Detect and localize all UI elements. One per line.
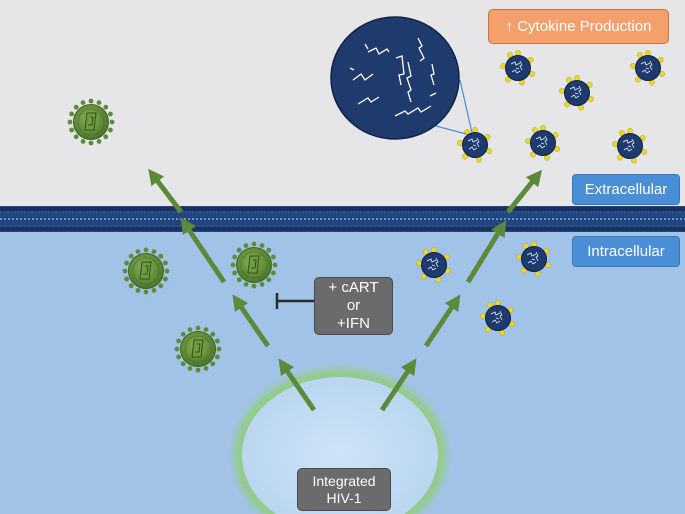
arrow-virion-release-3 xyxy=(180,217,227,284)
cart-ifn-inhibitor-label: + cART or +IFN xyxy=(314,277,393,335)
hiv-virion-icon xyxy=(122,247,170,295)
intracellular-text: Intracellular xyxy=(587,243,665,260)
integrated-hiv-label: Integrated HIV-1 xyxy=(297,468,391,511)
cytokine-production-label: ↑ Cytokine Production xyxy=(488,9,669,44)
zoom-circle xyxy=(330,16,460,140)
intracellular-label: Intracellular xyxy=(572,236,680,267)
integrated-hiv-line-1: Integrated xyxy=(312,472,376,489)
arrow-virion-release-4 xyxy=(148,168,183,214)
nucleus-glow xyxy=(234,369,446,514)
particle-interior-detail xyxy=(349,37,437,117)
zoom-callout xyxy=(330,16,473,140)
inhibitor-line-3: +IFN xyxy=(337,315,370,332)
arrow-particle-release-4 xyxy=(506,169,543,214)
inhibitor-line-2: or xyxy=(346,297,361,314)
arrow-particle-release-2 xyxy=(423,294,461,348)
hiv-virion-icon xyxy=(174,325,222,373)
arrow-particle-release-1 xyxy=(379,358,417,412)
cytokine-production-text: ↑ Cytokine Production xyxy=(505,18,652,35)
cell-membrane xyxy=(0,206,685,232)
extracellular-text: Extracellular xyxy=(584,181,668,198)
hiv-virion-icon xyxy=(230,241,278,289)
inhibitor-line-1: + cART xyxy=(328,279,379,296)
arrow-virion-release-2 xyxy=(232,294,271,348)
hiv-virion-icon xyxy=(67,98,115,146)
arrow-particle-release-3 xyxy=(465,220,507,284)
inhibition-t-bar-icon xyxy=(275,293,314,309)
arrow-virion-release-1 xyxy=(278,358,317,412)
extracellular-label: Extracellular xyxy=(572,174,680,205)
integrated-hiv-line-2: HIV-1 xyxy=(326,489,362,506)
